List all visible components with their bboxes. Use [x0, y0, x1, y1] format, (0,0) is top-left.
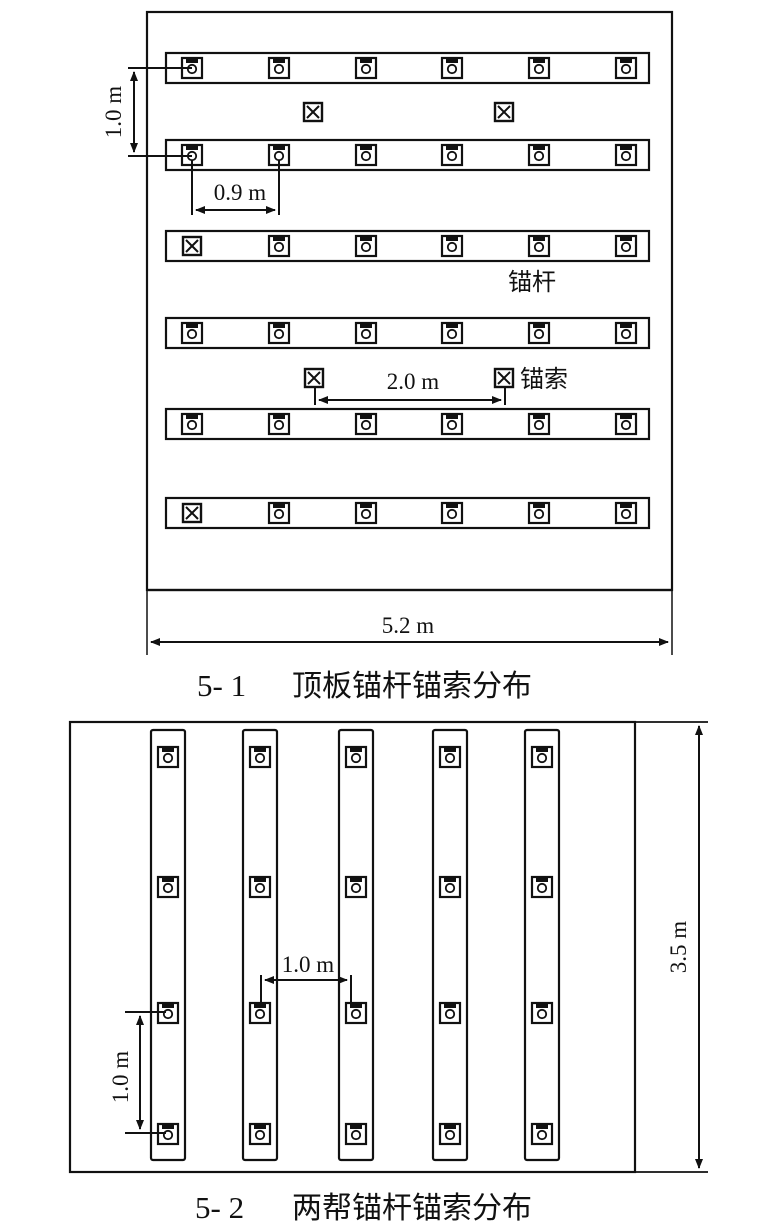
cable-label: 锚索: [520, 365, 568, 393]
roof-bolt: [440, 321, 464, 345]
roof-strap: [164, 51, 651, 85]
roof-bolt: [354, 56, 378, 80]
side-bolt: [156, 1001, 180, 1025]
roof-panel: 1.0 m 0.9 m 2.0 m 锚杆 锚索 5.2 m 5- 1 顶板锚杆锚…: [101, 10, 674, 704]
roof-strap: [164, 316, 651, 350]
roof-bolt: [527, 234, 551, 258]
side-bolt: [438, 875, 462, 899]
roof-caption-text: 顶板锚杆锚索分布: [292, 669, 532, 704]
roof-cable: [493, 101, 515, 123]
roof-bolt: [614, 412, 638, 436]
roof-bolt: [440, 501, 464, 525]
side-bolt: [530, 745, 554, 769]
roof-bolt: [440, 56, 464, 80]
roof-bolt-spacing-label: 0.9 m: [214, 180, 267, 205]
sides-column-spacing-label: 1.0 m: [282, 952, 335, 977]
side-strap: [523, 728, 561, 1162]
roof-strap: [164, 229, 651, 263]
roof-bolt: [440, 143, 464, 167]
roof-bolt: [527, 143, 551, 167]
roof-caption-number: 5- 1: [197, 668, 246, 703]
roof-bolt: [614, 143, 638, 167]
roof-bolt-straps: [164, 51, 651, 530]
roof-bolt: [354, 234, 378, 258]
sides-caption-text: 两帮锚杆锚索分布: [292, 1191, 532, 1226]
sides-outline: [68, 720, 637, 1174]
roof-bolt: [267, 234, 291, 258]
roof-width-dimension: 5.2 m: [150, 613, 669, 646]
roof-bolt: [527, 412, 551, 436]
roof-bolt: [614, 321, 638, 345]
roof-bolt: [354, 143, 378, 167]
roof-row-spacing-dimension: 1.0 m: [101, 67, 192, 157]
side-bolt: [248, 1122, 272, 1146]
sides-bolt-spacing-label: 1.0 m: [108, 1051, 133, 1104]
roof-cable: [303, 367, 325, 389]
side-bolt: [344, 875, 368, 899]
roof-bolt: [354, 412, 378, 436]
side-strap: [431, 728, 469, 1162]
sides-height-dimension: 3.5 m: [666, 725, 703, 1169]
side-bolt: [530, 1001, 554, 1025]
sides-bolt-spacing-dimension: 1.0 m: [108, 1011, 166, 1134]
roof-cable-spacing-label: 2.0 m: [387, 369, 440, 394]
roof-cable: [493, 367, 515, 389]
roof-bolt: [440, 412, 464, 436]
roof-bolt: [267, 501, 291, 525]
roof-cable: [181, 502, 203, 524]
roof-bolt: [614, 234, 638, 258]
side-bolt: [344, 745, 368, 769]
roof-bolt: [267, 321, 291, 345]
roof-row-spacing-label: 1.0 m: [101, 86, 126, 139]
roof-bolt: [527, 56, 551, 80]
side-bolt: [248, 1001, 272, 1025]
roof-bolt: [267, 412, 291, 436]
sides-height-label: 3.5 m: [666, 921, 691, 974]
side-bolt: [156, 875, 180, 899]
roof-bolt: [267, 143, 291, 167]
roof-bolt: [354, 321, 378, 345]
roof-strap: [164, 407, 651, 441]
side-strap: [337, 728, 375, 1162]
side-bolt: [438, 1122, 462, 1146]
roof-bolt: [614, 501, 638, 525]
roof-bolt: [440, 234, 464, 258]
roof-bolt: [267, 56, 291, 80]
side-bolt: [248, 875, 272, 899]
side-bolt: [344, 1001, 368, 1025]
roof-strap: [164, 138, 651, 172]
side-strap: [241, 728, 279, 1162]
roof-cable: [302, 101, 324, 123]
side-bolt: [438, 745, 462, 769]
roof-bolt: [614, 56, 638, 80]
roof-cable-markers: [302, 101, 515, 389]
sides-column-spacing-dimension: 1.0 m: [260, 952, 352, 1003]
side-bolt: [156, 745, 180, 769]
side-bolt: [438, 1001, 462, 1025]
roof-bolt: [180, 412, 204, 436]
side-strap: [149, 728, 187, 1162]
roof-strap: [164, 496, 651, 530]
roof-bolt-spacing-dimension: 0.9 m: [191, 160, 280, 215]
side-bolt: [530, 875, 554, 899]
side-bolt: [248, 745, 272, 769]
roof-cable: [181, 235, 203, 257]
roof-bolt: [527, 321, 551, 345]
roof-bolt: [527, 501, 551, 525]
bolt-label: 锚杆: [508, 268, 556, 296]
sides-bolt-straps: [149, 728, 561, 1162]
roof-bolt: [354, 501, 378, 525]
roof-width-label: 5.2 m: [382, 613, 435, 638]
roof-bolt: [180, 321, 204, 345]
roof-cable-spacing-dimension: 2.0 m: [314, 369, 506, 405]
side-bolt: [344, 1122, 368, 1146]
sides-panel: 1.0 m 1.0 m 3.5 m 5- 2 两帮锚杆锚索分布: [68, 720, 708, 1226]
side-bolt: [530, 1122, 554, 1146]
sides-caption-number: 5- 2: [195, 1190, 244, 1225]
